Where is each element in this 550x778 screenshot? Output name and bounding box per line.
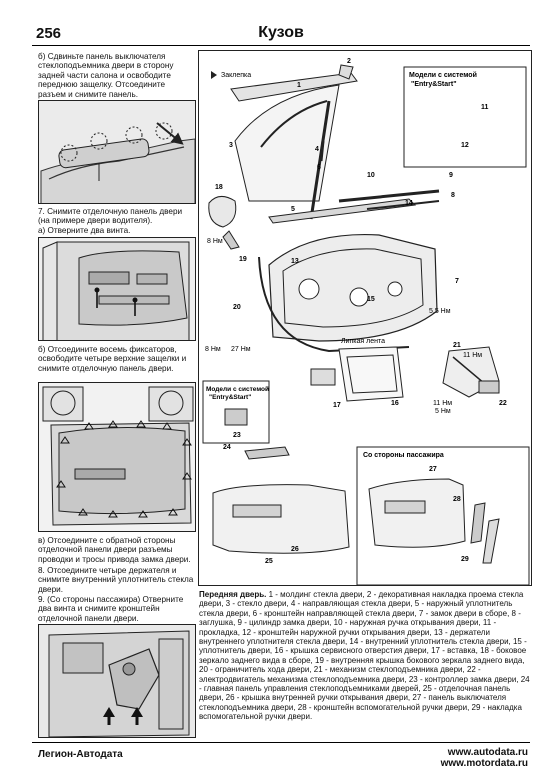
step-7b-text: б) Отсоедините восемь фиксаторов, освобо…: [38, 345, 187, 373]
part-number: 2: [347, 58, 351, 65]
part-number: 24: [223, 444, 231, 451]
step-8-text: 8. Отсоедините четыре держателя и снимит…: [38, 566, 194, 594]
footer-rule: [32, 742, 530, 743]
torque-8nm-2: 8 Нм: [205, 346, 221, 353]
lipkaya-lenta-label: Липкая лента: [341, 338, 385, 345]
part-number: 12: [461, 142, 469, 149]
part-number: 25: [265, 558, 273, 565]
step-9-text: 9. (Со стороны пассажира) Отверните два …: [38, 595, 184, 623]
part-number: 27: [429, 466, 437, 473]
step-7-text: 7. Снимите отделочную панель двери (на п…: [38, 207, 183, 226]
illustration-door-clips: [38, 382, 196, 532]
entry-start-label-1b: "Entry&Start": [411, 81, 457, 88]
part-number: 13: [291, 258, 299, 265]
part-number: 28: [453, 496, 461, 503]
torque-11nm-2: 11 Нм: [433, 400, 452, 407]
part-number: 26: [291, 546, 299, 553]
part-number: 8: [451, 192, 455, 199]
part-number: 19: [239, 256, 247, 263]
part-number: 17: [333, 402, 341, 409]
part-number: 20: [233, 304, 241, 311]
torque-5-5nm: 5,5 Нм: [429, 308, 451, 315]
page-number: 256: [36, 25, 62, 42]
part-number: 29: [461, 556, 469, 563]
exploded-diagram-panel: Модели с системой "Entry&Start" Заклепка: [198, 50, 532, 586]
page-title: Кузов: [258, 24, 304, 41]
caption-title: Передняя дверь.: [199, 590, 267, 599]
step-7a-text: а) Отверните два винта.: [38, 226, 131, 235]
footer-url-motordata[interactable]: www.motordata.ru: [440, 758, 528, 769]
part-number: 9: [449, 172, 453, 179]
figure-caption: Передняя дверь. 1 - молдинг стекла двери…: [199, 590, 531, 722]
entry-start-label-2b: "Entry&Start": [209, 394, 251, 401]
part-number: 22: [499, 400, 507, 407]
illustration-switch-panel: [38, 100, 196, 204]
page-header: 256 Кузов: [32, 22, 530, 46]
part-number: 16: [391, 400, 399, 407]
header-rule: [32, 45, 530, 46]
torque-8nm-1: 8 Нм: [207, 238, 223, 245]
part-number: 14: [405, 200, 413, 207]
zaklepka-label: Заклепка: [221, 72, 251, 79]
part-number: 18: [215, 184, 223, 191]
part-number: 21: [453, 342, 461, 349]
part-number: 1: [297, 82, 301, 89]
part-number: 10: [367, 172, 375, 179]
part-number: 6: [317, 164, 321, 171]
part-number: 15: [367, 296, 375, 303]
entry-start-label-1a: Модели с системой: [409, 71, 477, 79]
footer-url-autodata[interactable]: www.autodata.ru: [447, 747, 528, 758]
torque-5nm: 5 Нм: [435, 408, 451, 415]
passenger-side-label: Со стороны пассажира: [363, 452, 444, 459]
publisher-name: Легион-Автодата: [38, 749, 123, 760]
illustration-bracket: [38, 624, 196, 738]
step-b1-text: б) Сдвиньте панель выключателя стеклопод…: [38, 52, 174, 99]
caption-body: 1 - молдинг стекла двери, 2 - декоративн…: [199, 590, 530, 722]
part-number: 3: [229, 142, 233, 149]
torque-11nm-1: 11 Нм: [463, 352, 482, 359]
torque-27nm: 27 Нм: [231, 346, 251, 353]
illustration-door-screws: [38, 237, 196, 341]
footer-urls: www.autodata.ru www.motordata.ru: [441, 747, 528, 769]
step-7c-text: в) Отсоедините с обратной стороны отдело…: [38, 536, 191, 564]
part-number: 5: [291, 206, 295, 213]
part-number: 11: [481, 104, 489, 111]
entry-start-label-2a: Модели с системой: [206, 385, 269, 393]
part-number: 7: [455, 278, 459, 285]
part-number: 4: [315, 146, 319, 153]
part-number: 23: [233, 432, 241, 439]
